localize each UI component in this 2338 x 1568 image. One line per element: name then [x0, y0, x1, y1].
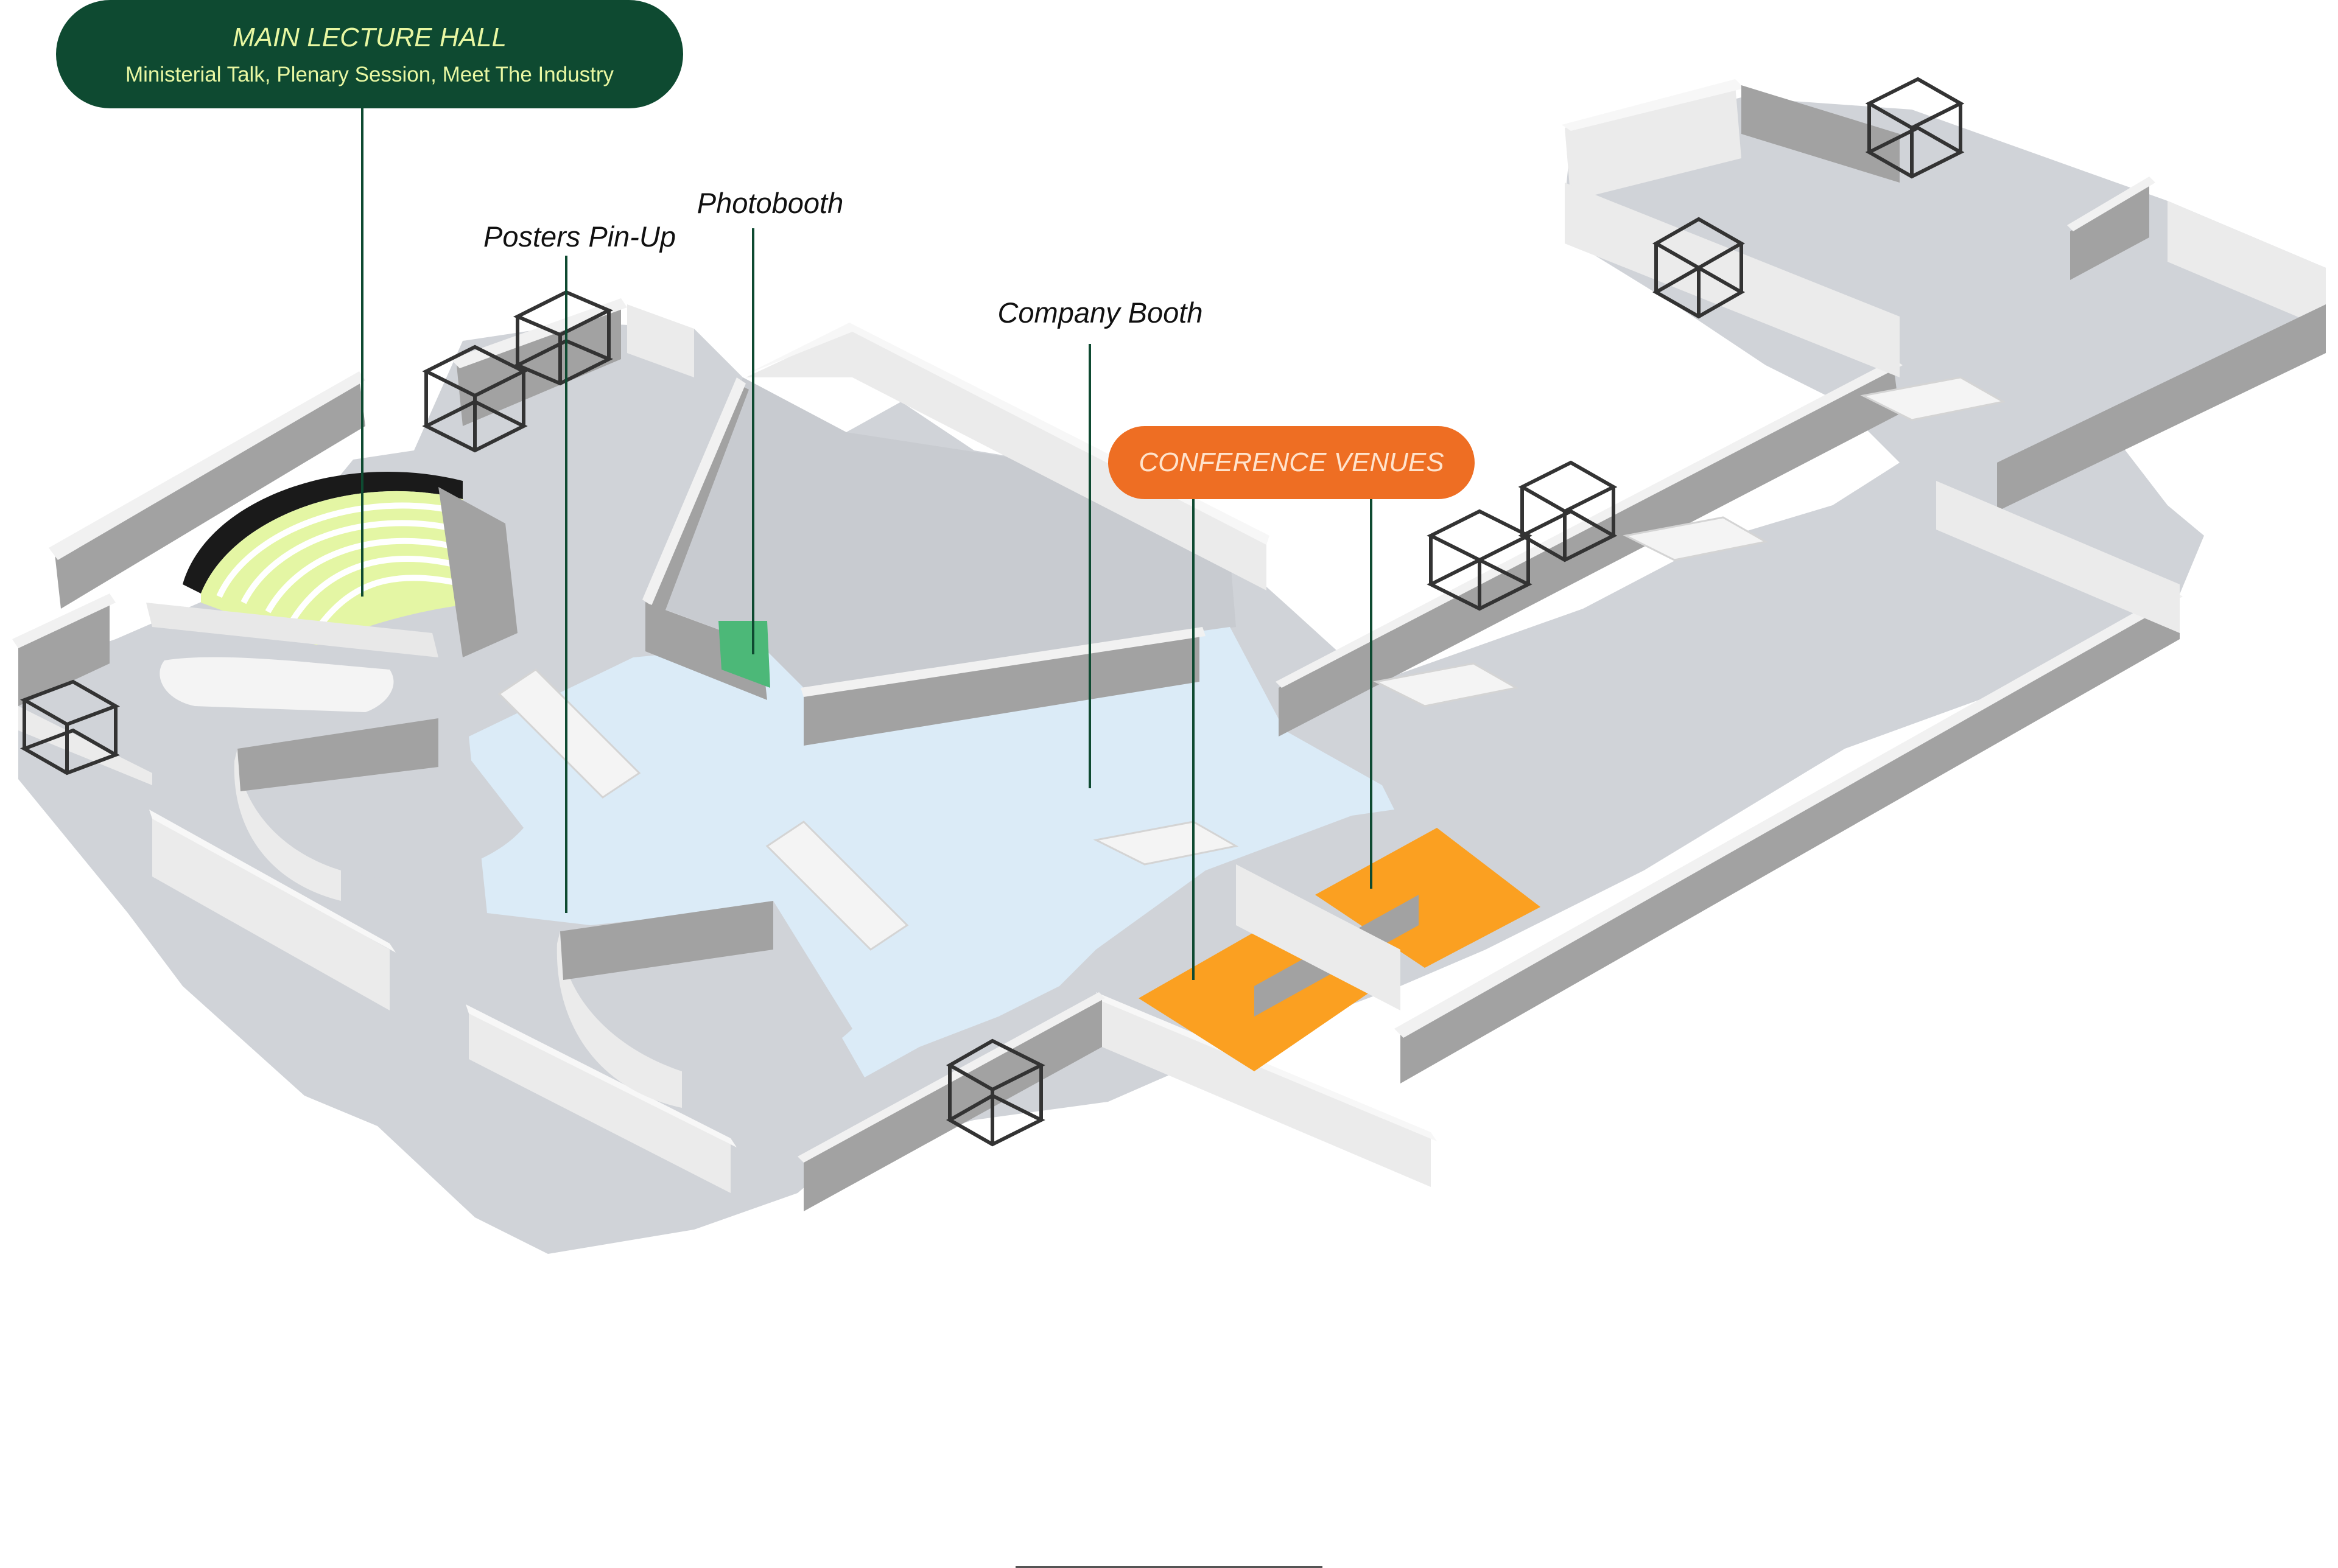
conference-rooms	[1139, 828, 1540, 1071]
staircase-icon	[1093, 821, 1239, 866]
wall-west-end	[18, 603, 110, 706]
photobooth-label[interactable]: Photobooth	[697, 187, 843, 219]
door-frame-icon	[1652, 217, 1746, 319]
wall-east-corridor	[1279, 365, 1900, 737]
booth-room-floor	[664, 377, 1236, 688]
main-hall-callout[interactable]: MAIN LECTURE HALL Ministerial Talk, Plen…	[56, 0, 683, 108]
wall-north	[457, 304, 621, 426]
east-wing-floor	[1565, 97, 2326, 463]
door-frame-icon	[1518, 460, 1618, 562]
door-frame-icon	[19, 679, 121, 775]
door-frames	[19, 77, 1965, 1147]
main-lecture-hall	[146, 472, 518, 712]
staircase-icon	[497, 668, 641, 799]
conference-room-b	[1315, 828, 1540, 968]
door-frame-icon	[1865, 77, 1965, 179]
hall-stage-wall	[146, 603, 438, 657]
hall-front-platform	[160, 657, 394, 712]
leader-lines	[361, 108, 1372, 980]
wall-booth-north	[746, 329, 1266, 590]
door-frame-icon	[513, 290, 614, 386]
hall-back-wall	[183, 472, 463, 593]
conference-venues-callout[interactable]: CONFERENCE VENUES	[1108, 426, 1475, 499]
main-hall-subtitle: Ministerial Talk, Plenary Session, Meet …	[125, 63, 614, 86]
floor-areas	[18, 97, 2326, 1254]
wall-booth-southwest	[645, 603, 767, 700]
walls	[12, 79, 2326, 1211]
staircase-icon	[1860, 376, 2006, 421]
wall-south-front	[1102, 998, 1431, 1187]
wall-south-front-b	[804, 998, 1102, 1211]
main-hall-pill[interactable]	[56, 0, 683, 108]
wall-south-left-front	[469, 1010, 731, 1193]
wall-upper-east	[2070, 183, 2149, 280]
wall-far-east	[2168, 201, 2326, 329]
conference-venues-pill[interactable]	[1108, 426, 1475, 499]
wall-southwest-front	[152, 816, 390, 1010]
wall-west-lower	[18, 706, 152, 785]
round-rooms	[234, 718, 852, 1108]
wall-northwest	[55, 377, 365, 609]
door-frame-icon	[946, 1038, 1045, 1147]
company-booth-label[interactable]: Company Booth	[997, 296, 1202, 329]
lobby-floor	[469, 627, 1394, 1077]
staircase-icon	[1373, 662, 1519, 707]
staircases	[497, 376, 2006, 951]
wall-southeast	[1400, 597, 2180, 1083]
wall-upper-wing	[1565, 85, 1741, 201]
hall-side-wall	[438, 487, 518, 657]
conference-venues-label: CONFERENCE VENUES	[1139, 447, 1444, 477]
wall-north-east	[627, 304, 694, 377]
seating-rows	[216, 502, 465, 632]
staircase-icon	[765, 821, 909, 951]
door-frame-icon	[422, 345, 528, 453]
wall-far-east-lower	[1997, 304, 2326, 511]
photobooth-zone	[718, 621, 770, 688]
posters-label[interactable]: Posters Pin-Up	[483, 220, 676, 253]
main-hall-title: MAIN LECTURE HALL	[233, 23, 507, 52]
wall-east-end	[1936, 481, 2180, 633]
staircase-icon	[1623, 516, 1769, 561]
door-frame-icon	[1427, 509, 1532, 611]
wall-booth-south	[804, 633, 1199, 746]
wall-upper-wing-south	[1565, 183, 1900, 377]
wall-upper-wing-north	[1741, 85, 1900, 183]
